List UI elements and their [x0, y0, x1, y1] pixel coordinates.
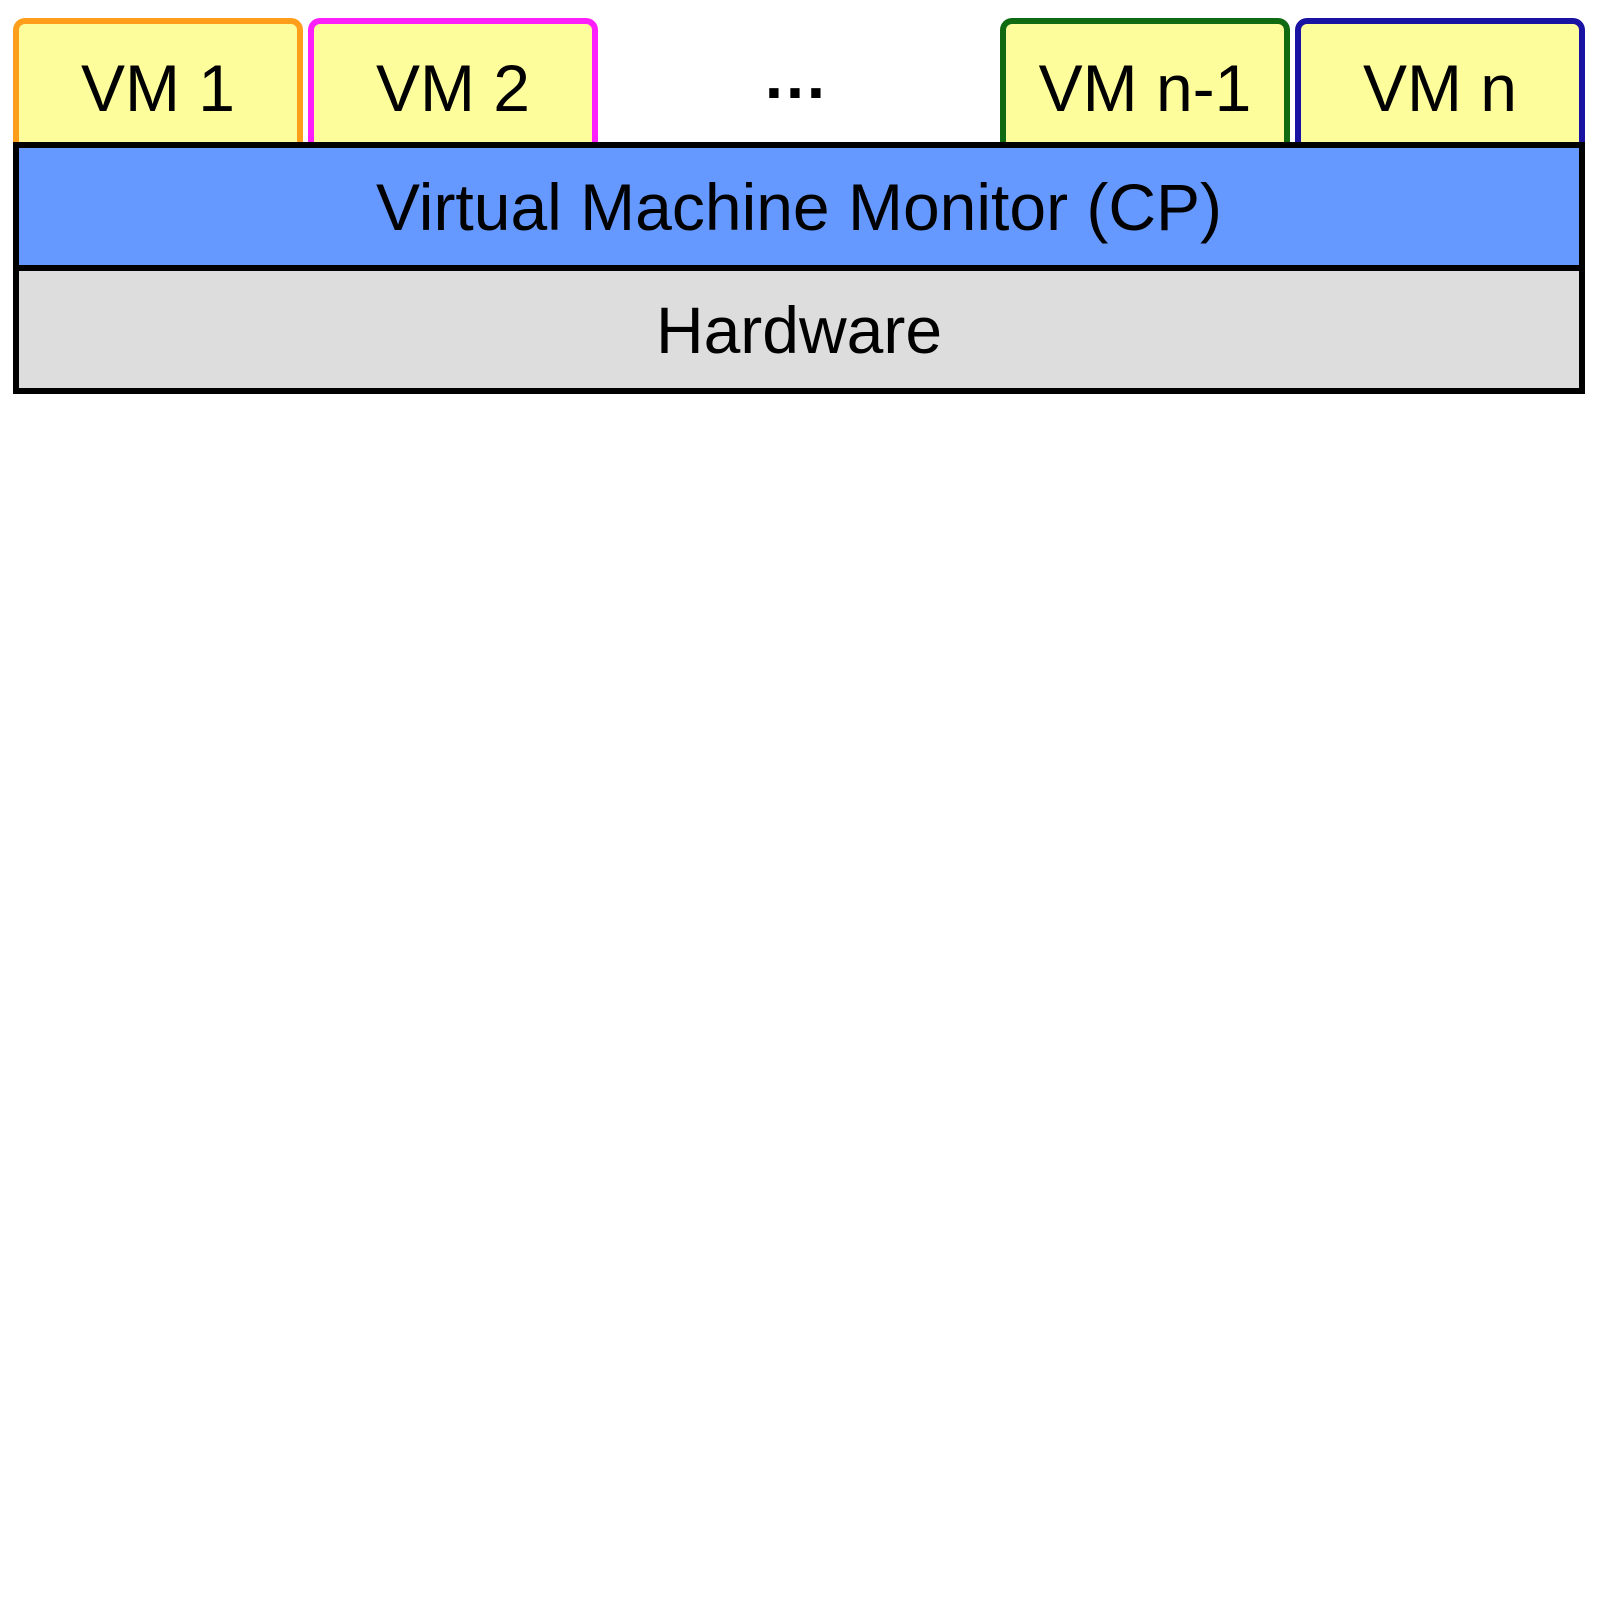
- vm-n-label: VM n: [1362, 51, 1518, 125]
- vm-n-box: VM n: [1295, 18, 1585, 146]
- ellipsis: …: [762, 38, 828, 112]
- vm-2-label: VM 2: [375, 51, 531, 125]
- vm-n-1-label: VM n-1: [1038, 51, 1252, 125]
- vmm-label: Virtual Machine Monitor (CP): [375, 169, 1223, 244]
- vmm-layer: Virtual Machine Monitor (CP): [13, 142, 1585, 271]
- vm-2-box: VM 2: [308, 18, 598, 146]
- vm-1-label: VM 1: [80, 51, 236, 125]
- vm-n-1-box: VM n-1: [1000, 18, 1290, 146]
- hardware-layer: Hardware: [13, 265, 1585, 394]
- hardware-label: Hardware: [655, 292, 943, 367]
- vm-1-box: VM 1: [13, 18, 303, 146]
